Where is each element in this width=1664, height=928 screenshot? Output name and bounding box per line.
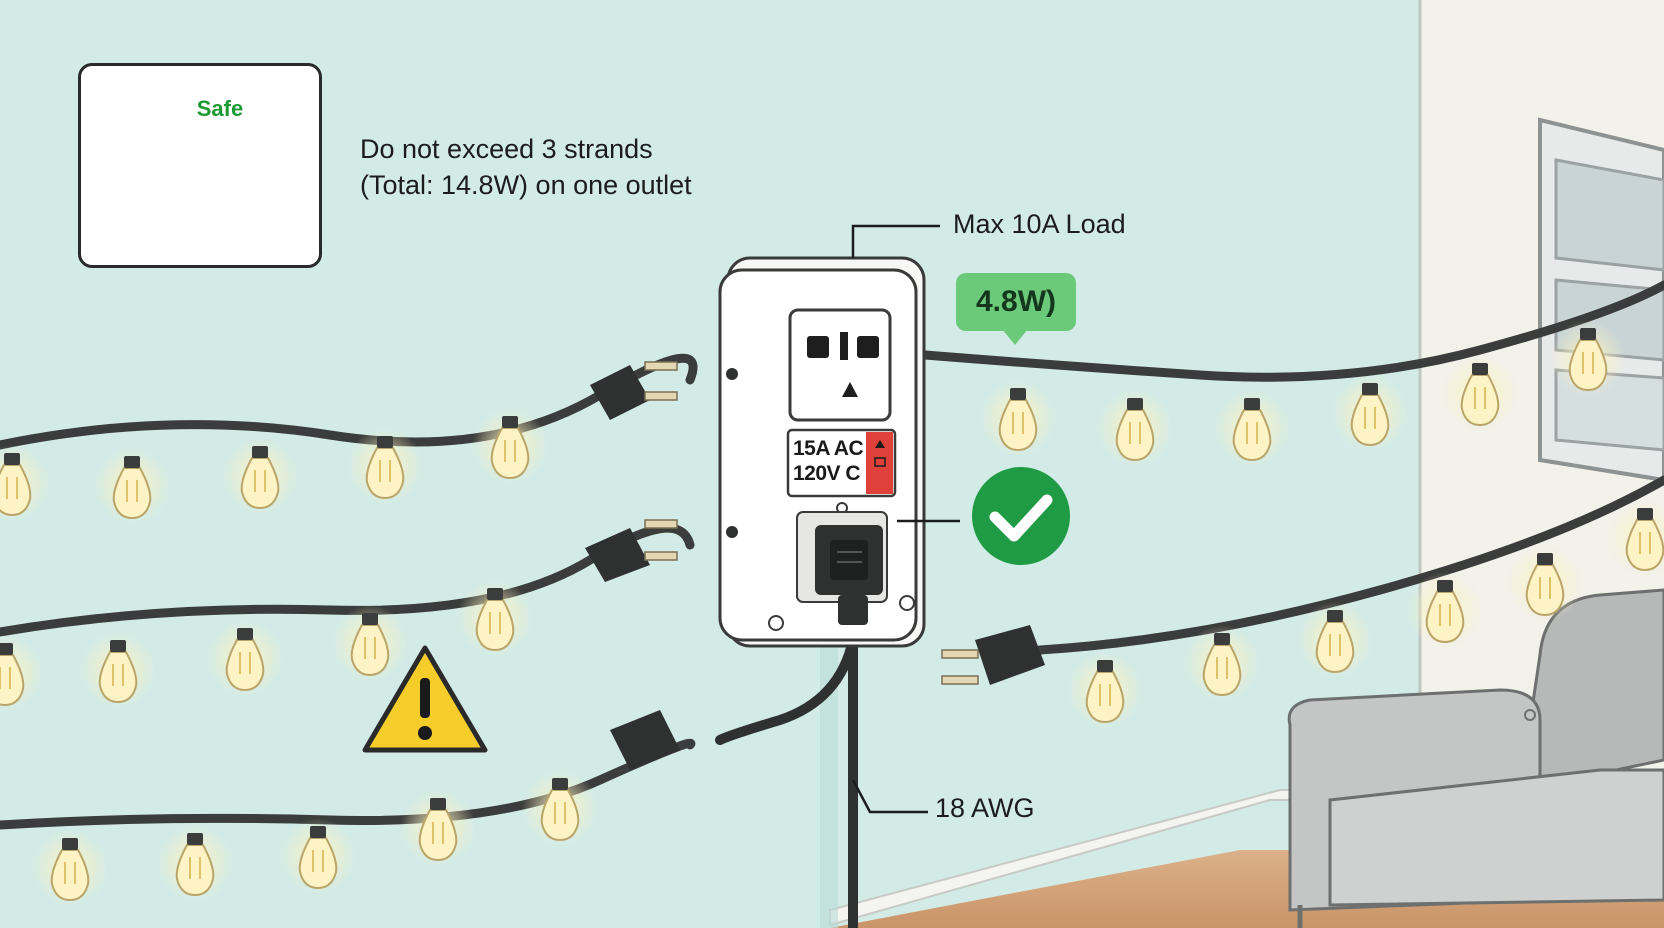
- warning-triangle-icon: [362, 645, 488, 753]
- bulb: [1550, 320, 1626, 396]
- strand-limit-note-line2: (Total: 14.8W) on one outlet: [360, 170, 692, 200]
- safe-connection-card: [78, 63, 322, 268]
- plug-strand-2: [585, 519, 678, 582]
- bulb: [222, 438, 298, 514]
- bulb: [80, 632, 156, 708]
- window: [1538, 117, 1664, 483]
- strand-4-wire: [920, 280, 1664, 382]
- sofa: [1287, 588, 1664, 928]
- strand-2-wire: [0, 523, 695, 637]
- plug-strand-3: [610, 710, 680, 770]
- wire-gauge-label: 18 AWG: [935, 793, 1035, 823]
- bulb: [332, 605, 408, 681]
- bulbs: [0, 320, 1664, 906]
- bulb: [1067, 652, 1143, 728]
- bulb: [32, 830, 108, 906]
- plug-strand-1: [590, 361, 678, 420]
- bulb: [157, 825, 233, 901]
- bulb: [0, 445, 50, 521]
- safe-label: Safe: [196, 96, 244, 121]
- wattage-badge: 4.8W): [956, 273, 1076, 331]
- outlet-rating-line1: 15A AC: [793, 437, 864, 460]
- strand-limit-note-line1: Do not exceed 3 strands: [360, 134, 653, 164]
- bulb: [400, 790, 476, 866]
- bulb: [457, 580, 533, 656]
- outlet-socket: [788, 308, 892, 422]
- check-circle-icon: [972, 467, 1070, 565]
- bulb: [1607, 500, 1664, 576]
- bulb: [1332, 375, 1408, 451]
- bulb: [207, 620, 283, 696]
- bulb: [1442, 355, 1518, 431]
- bulb: [1097, 390, 1173, 466]
- plug-strand-5: [941, 625, 1045, 685]
- power-cord: [715, 605, 858, 928]
- bulb: [1214, 390, 1290, 466]
- bulb: [980, 380, 1056, 456]
- bulb: [0, 635, 43, 711]
- wattage-badge-pointer: [1002, 329, 1028, 345]
- awg-leader: [851, 779, 928, 814]
- bulb: [472, 408, 548, 484]
- bulb: [1407, 572, 1483, 648]
- plugged-cord-plug: [815, 525, 883, 625]
- outlet-box: [718, 256, 926, 648]
- strand-5-wire: [1035, 475, 1664, 655]
- max-load-label: Max 10A Load: [953, 209, 1126, 239]
- bulb: [1297, 602, 1373, 678]
- max-load-leader: [851, 224, 940, 258]
- bulb: [94, 448, 170, 524]
- bulb: [1507, 545, 1583, 621]
- outlet-rating-line2: 120V C: [793, 462, 861, 485]
- bulb: [280, 818, 356, 894]
- bulb: [522, 770, 598, 846]
- bulb: [1184, 625, 1260, 701]
- bulb: [347, 428, 423, 504]
